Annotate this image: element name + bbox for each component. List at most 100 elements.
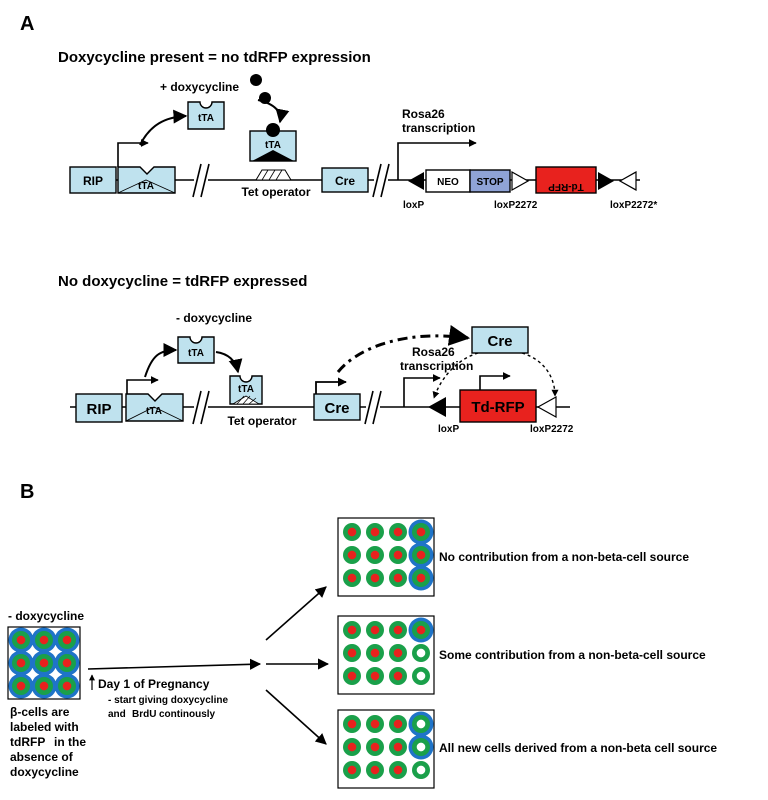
tdrfp-nucleus: [347, 550, 357, 560]
doxycycline-molecule-1: [250, 74, 262, 86]
branch-arrow-up: [265, 586, 327, 641]
top-loxp2272-star-triangle: [618, 170, 637, 192]
bottom-curved-arrow-2: [215, 351, 243, 374]
cell: [31, 650, 57, 676]
timeline-arrow: [87, 658, 262, 670]
unlabeled-nucleus: [416, 765, 426, 775]
bottom-cre-box: [313, 393, 361, 421]
bottom-loxp-label: loxP: [438, 424, 459, 435]
caption-line-3: in the: [54, 735, 86, 749]
cell: [31, 627, 57, 653]
cell: [412, 644, 430, 662]
cell: [408, 519, 434, 545]
tdrfp-nucleus: [347, 742, 357, 752]
cell: [408, 734, 434, 760]
top-tet-operator: [255, 169, 292, 181]
tdrfp-nucleus: [393, 765, 403, 775]
cell: [366, 523, 384, 541]
cell: [389, 546, 407, 564]
top-loxp2272-star-label: loxP2272*: [610, 200, 657, 211]
top-heading: Doxycycline present = no tdRFP expressio…: [58, 49, 371, 66]
bottom-break-mark-2: [364, 390, 382, 425]
cell: [343, 715, 361, 733]
tdrfp-nucleus: [416, 573, 426, 583]
cell: [343, 546, 361, 564]
cell: [366, 667, 384, 685]
top-rip-label: RIP: [83, 174, 103, 188]
bottom-break-mark-1: [192, 390, 210, 425]
cell: [54, 673, 80, 699]
bottom-tdrfp-label: Td-RFP: [471, 399, 524, 416]
top-loxp-right-triangle: [598, 172, 614, 190]
cell: [8, 673, 34, 699]
tdrfp-nucleus: [370, 742, 380, 752]
top-tet-operator-label: Tet operator: [241, 185, 310, 199]
caption-line-4: absence of: [10, 750, 74, 764]
tdrfp-nucleus: [347, 719, 357, 729]
cell: [389, 715, 407, 733]
outcome-2-cell-grid: [343, 617, 434, 685]
cell: [366, 644, 384, 662]
top-rosa26-line1: Rosa26: [402, 107, 445, 121]
cell: [408, 617, 434, 643]
cell: [389, 569, 407, 587]
bottom-cre-protein-label: Cre: [487, 333, 512, 350]
tdrfp-nucleus: [370, 527, 380, 537]
panel-a-label: A: [20, 13, 34, 35]
top-neo-label: NEO: [437, 177, 459, 188]
tdrfp-nucleus: [393, 573, 403, 583]
top-tta-gene-label: tTA: [138, 181, 154, 192]
outcome-1-label: No contribution from a non-beta-cell sou…: [439, 550, 689, 564]
tdrfp-nucleus: [370, 719, 380, 729]
cell: [54, 650, 80, 676]
brdu-label: BrdU: [132, 709, 156, 720]
tdrfp-nucleus: [347, 573, 357, 583]
continuously-label: continously: [159, 709, 216, 720]
cell: [389, 761, 407, 779]
top-rip-box: [69, 166, 117, 194]
tdrfp-nucleus: [16, 658, 26, 668]
cell: [408, 542, 434, 568]
unlabeled-nucleus: [416, 648, 426, 658]
tdrfp-nucleus: [16, 681, 26, 691]
bottom-loxp2272-triangle: [536, 395, 557, 419]
initial-cell-grid: [8, 627, 80, 699]
bottom-tta-bound: tTA: [229, 375, 263, 405]
branch-arrow-down: [265, 689, 327, 745]
b-caption: β-cells are labeled with tdRFP in the ab…: [10, 705, 86, 779]
tdrfp-nucleus: [62, 658, 72, 668]
bottom-loxp-triangle: [428, 397, 446, 417]
tdrfp-nucleus: [393, 550, 403, 560]
top-break-mark-1: [192, 163, 210, 198]
cell: [412, 667, 430, 685]
bottom-rip-label: RIP: [86, 401, 111, 418]
top-curved-arrow-1: [139, 109, 188, 146]
cell: [343, 621, 361, 639]
bottom-tta-bound-label: tTA: [238, 384, 254, 395]
bottom-rip-transcription-arrow: [126, 376, 159, 394]
bottom-tta-protein-label: tTA: [188, 348, 204, 359]
tdrfp-nucleus: [347, 527, 357, 537]
tdrfp-nucleus: [393, 648, 403, 658]
cell: [389, 738, 407, 756]
unlabeled-nucleus: [416, 742, 426, 752]
bottom-tta-gene: tTA: [125, 393, 184, 422]
tdrfp-nucleus: [393, 671, 403, 681]
bottom-rosa26-line2: transcription: [400, 359, 473, 373]
cell: [343, 667, 361, 685]
cell: [8, 650, 34, 676]
cell: [31, 673, 57, 699]
bottom-rip-box: [75, 393, 123, 423]
bottom-tet-operator-label: Tet operator: [227, 414, 296, 428]
top-loxp2272-triangle: [511, 170, 530, 192]
tdrfp-nucleus: [393, 719, 403, 729]
caption-line-5: doxycycline: [10, 765, 79, 779]
tdrfp-nucleus: [39, 681, 49, 691]
cell: [343, 761, 361, 779]
top-stop-label: STOP: [476, 177, 503, 188]
outcome-3-label: All new cells derived from a non-beta ce…: [439, 741, 717, 755]
top-loxp-label: loxP: [403, 200, 424, 211]
top-stop-box: [469, 169, 511, 193]
unlabeled-nucleus: [416, 671, 426, 681]
